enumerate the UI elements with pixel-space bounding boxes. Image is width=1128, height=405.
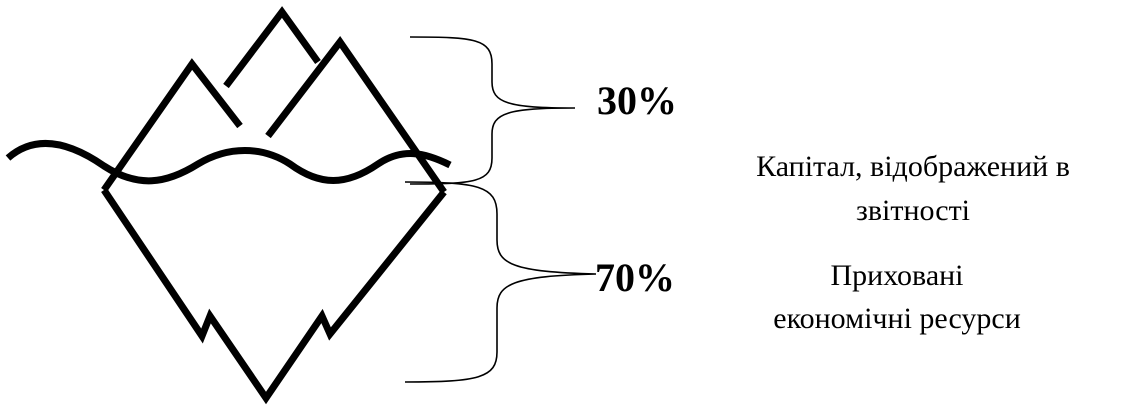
water-wave-line — [5, 139, 452, 185]
iceberg-base — [101, 188, 447, 405]
upper-label-line-2: звітності — [856, 194, 970, 227]
brace-lower — [404, 181, 597, 383]
upper-percent: 30% — [597, 78, 677, 123]
lower-percent: 70% — [595, 255, 675, 300]
lower-label-line-2: економічні ресурси — [773, 302, 1021, 335]
lower-label-line-1: Приховані — [830, 259, 963, 292]
brace-upper — [409, 36, 576, 185]
iceberg-tip — [101, 6, 447, 194]
upper-label-line-1: Капітал, відображений в — [756, 150, 1070, 183]
